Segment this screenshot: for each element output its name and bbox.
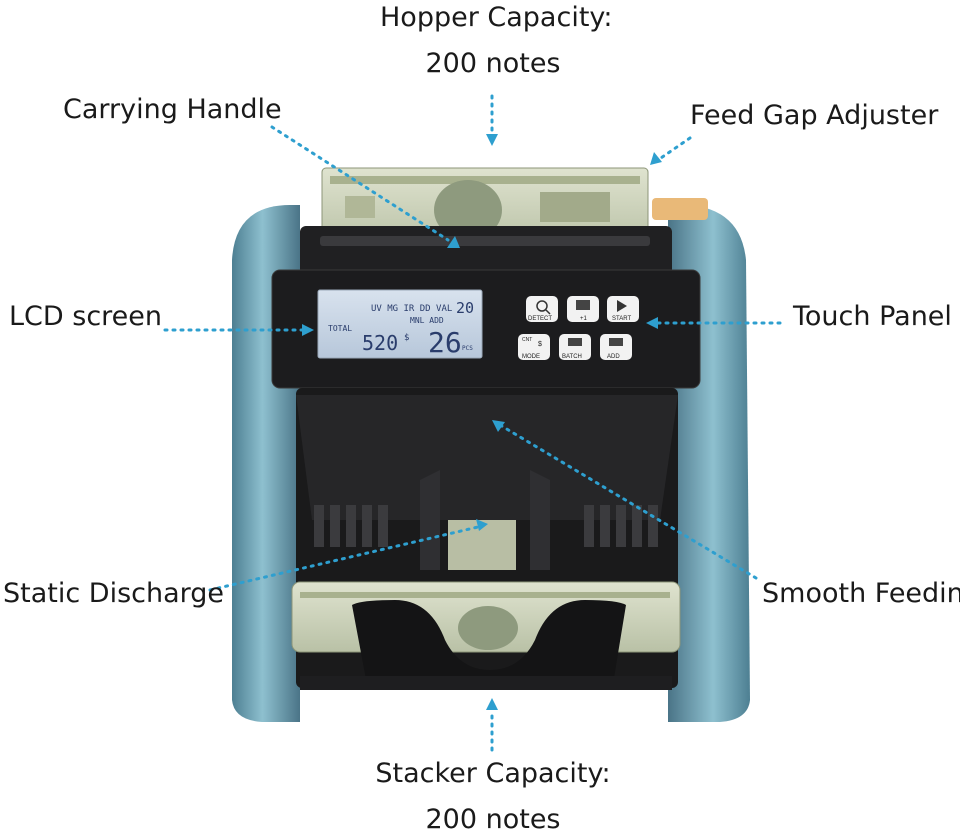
smooth-feeding-label: Smooth Feeding xyxy=(762,578,960,609)
stacker-capacity-label: Stacker Capacity: xyxy=(375,758,611,789)
lcd-total-label: TOTAL xyxy=(328,324,352,333)
mode-button-symbol: $ xyxy=(538,341,542,348)
stacker-capacity-value: 200 notes xyxy=(425,804,561,834)
lcd-screen-label: LCD screen xyxy=(9,301,163,332)
carrying-handle-label: Carrying Handle xyxy=(63,94,282,125)
touch-panel-label: Touch Panel xyxy=(793,301,952,332)
leader-lines xyxy=(163,94,782,752)
lcd-pcs: PCS xyxy=(462,345,473,352)
lcd-modes: UV MG IR DD VAL xyxy=(371,304,452,314)
static-discharge-label: Static Discharge xyxy=(3,578,225,609)
leader-arrowheads xyxy=(302,134,662,710)
lcd-mnl-add: MNL ADD xyxy=(410,316,444,325)
hopper-capacity-value: 200 notes xyxy=(425,48,561,79)
feed-gap-adjuster-label: Feed Gap Adjuster xyxy=(690,100,939,131)
lcd-denomination: 20 xyxy=(456,299,474,317)
lcd-count: 26 xyxy=(428,326,462,359)
add-button-label: ADD xyxy=(607,354,620,360)
touch-panel-buttons xyxy=(518,296,639,360)
hopper-capacity-label: Hopper Capacity: xyxy=(380,2,613,33)
lcd-currency: $ xyxy=(404,333,409,343)
plus-one-button-label: +1 xyxy=(580,316,588,322)
batch-button-label: BATCH xyxy=(562,354,582,360)
lcd-display xyxy=(317,289,483,359)
detect-button-label: DETECT xyxy=(528,316,552,322)
lcd-total-value: 520 xyxy=(362,331,398,355)
carrying-handle xyxy=(300,226,672,276)
mode-button-top-label: CNT xyxy=(522,337,532,343)
mode-button-label: MODE xyxy=(522,354,540,360)
start-button-label: START xyxy=(612,316,631,322)
